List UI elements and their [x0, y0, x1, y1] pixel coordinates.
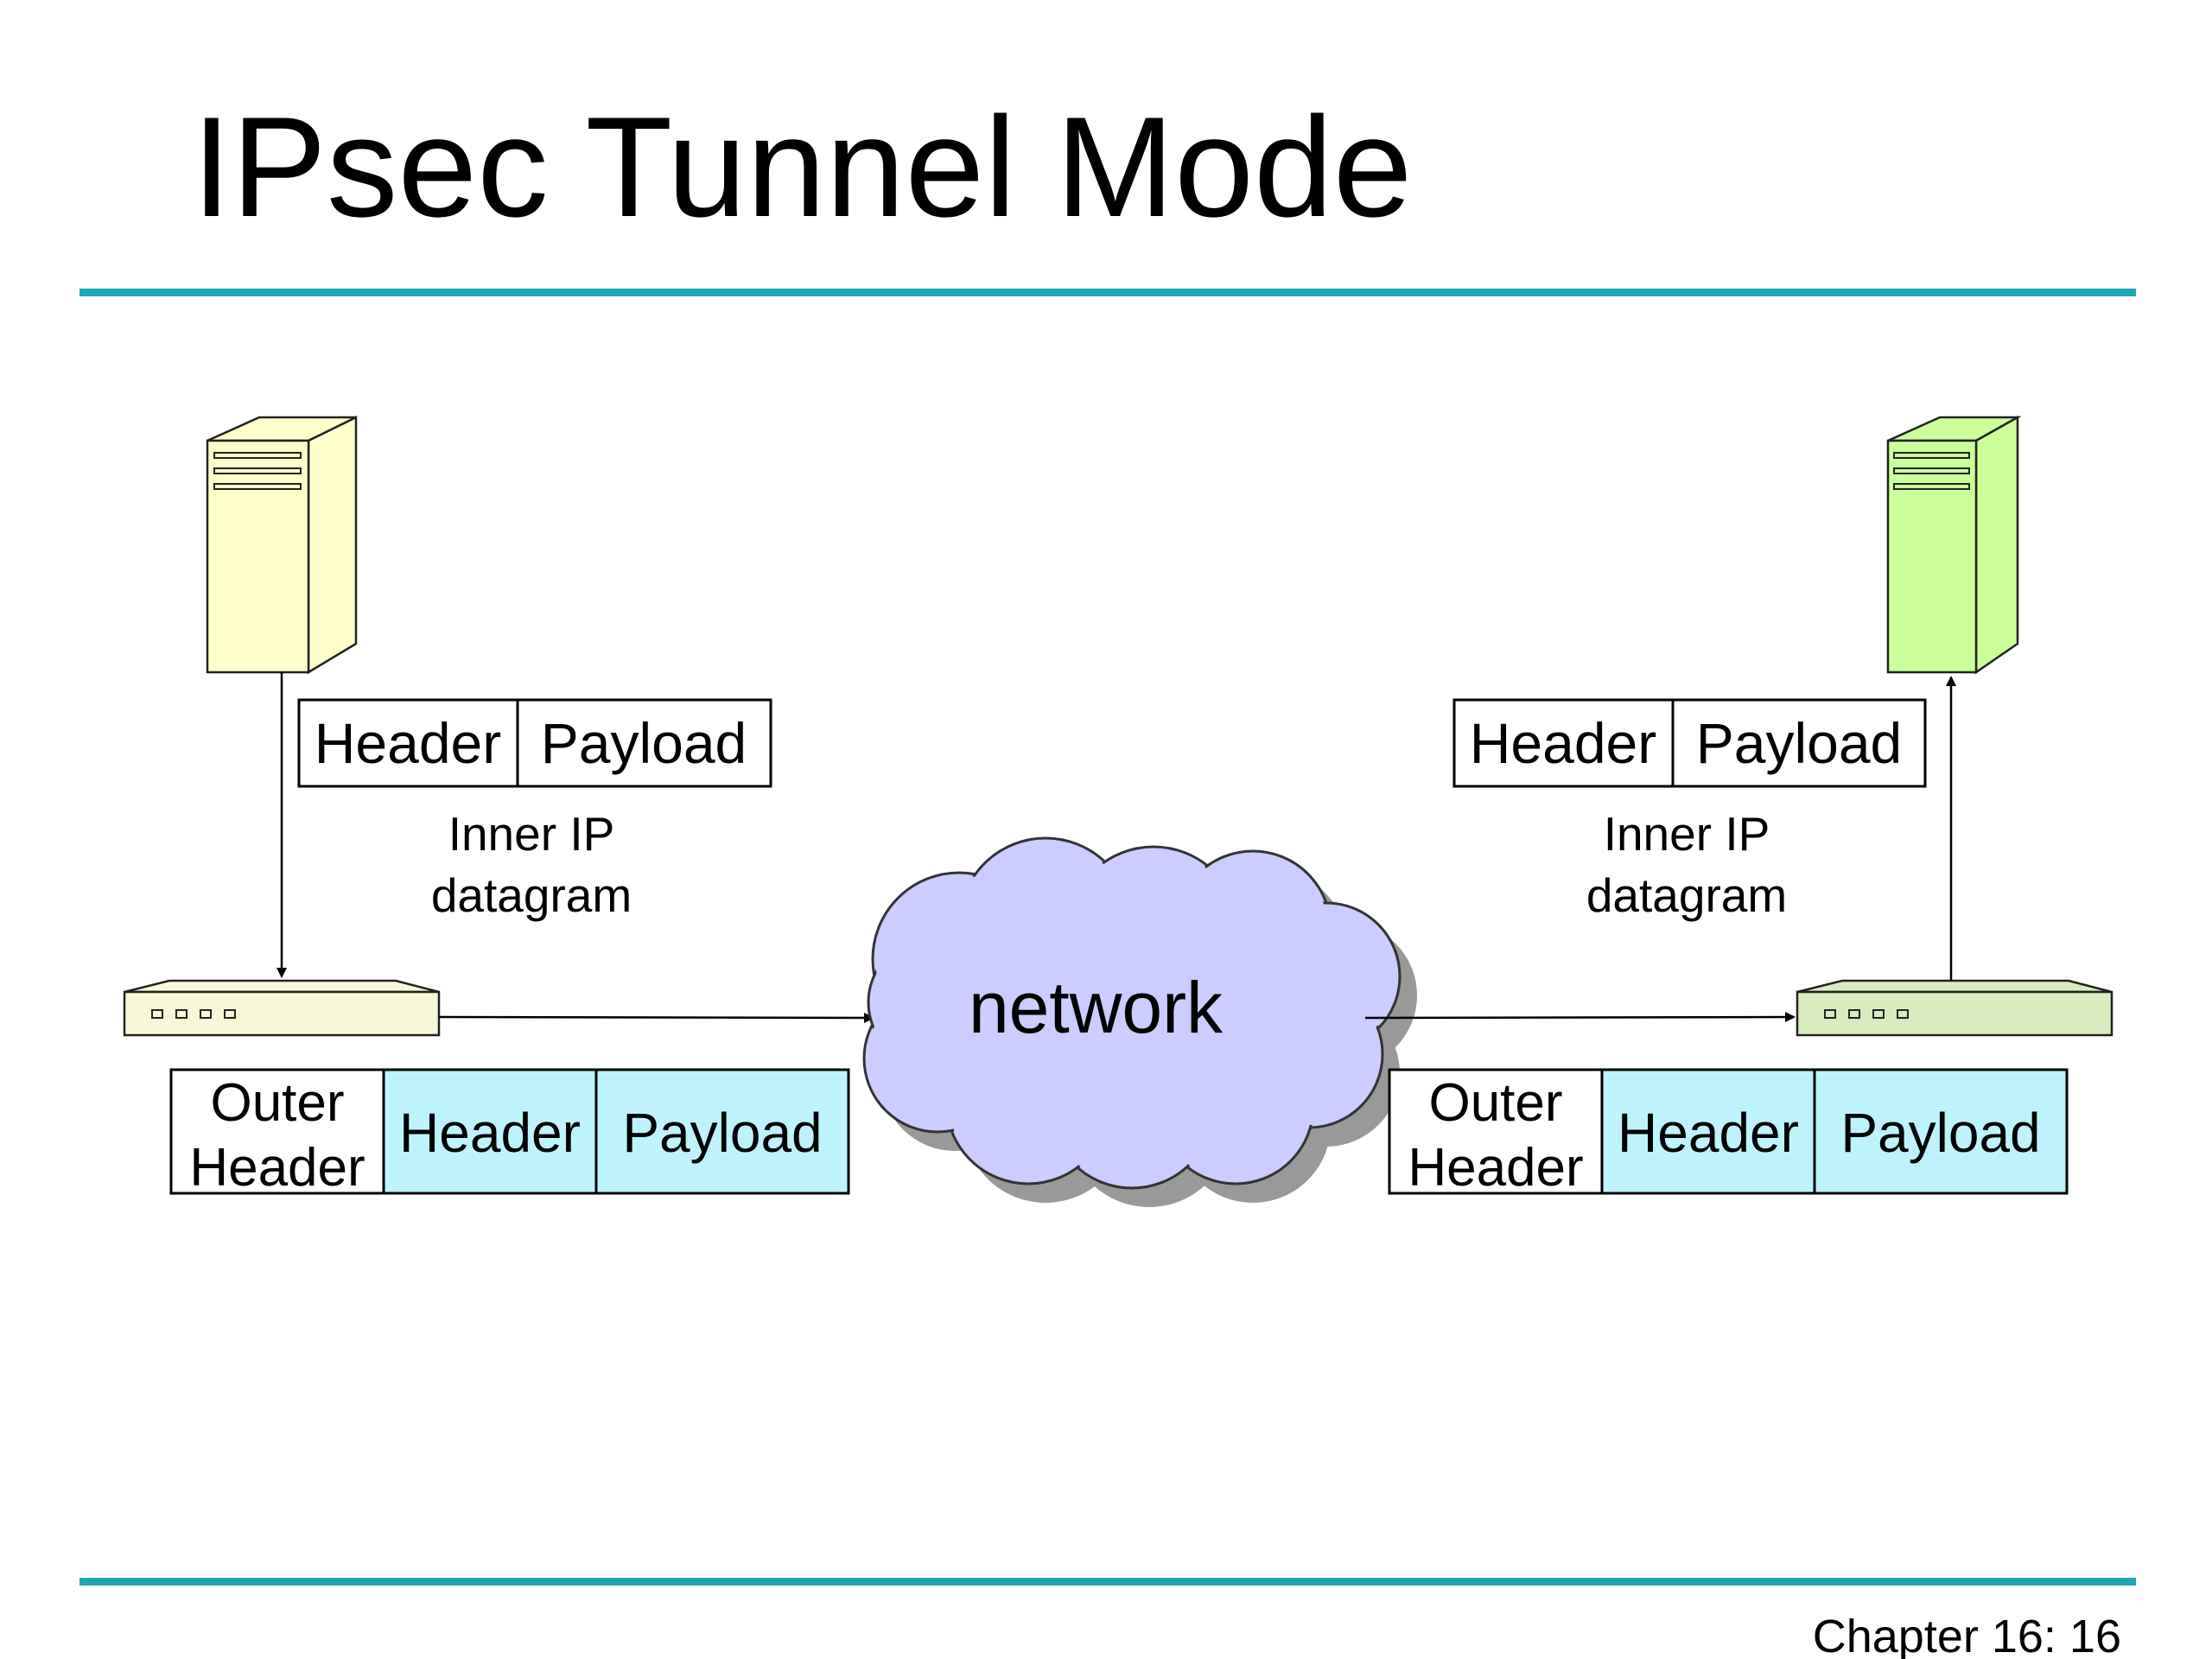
- left-encapsulated-packet: Outer Header Header Payload: [169, 1068, 850, 1198]
- left-gateway-router-icon: [123, 979, 441, 1037]
- slide-footer-page-number: Chapter 16: 16: [1813, 1611, 2121, 1659]
- network-cloud-icon: [862, 836, 1417, 1207]
- right-encap-header-label: Header: [1618, 1102, 1799, 1164]
- left-outer-header-line1: Outer: [210, 1073, 344, 1133]
- left-inner-datagram: Header Payload: [297, 698, 772, 788]
- right-gateway-router-icon: [1796, 979, 2113, 1037]
- network-label: network: [969, 967, 1224, 1048]
- arrow-network-to-gateway: [1364, 1012, 1796, 1023]
- left-inner-caption-line2: datagram: [431, 868, 632, 922]
- right-inner-header-label: Header: [1470, 711, 1656, 775]
- left-inner-header-label: Header: [315, 711, 501, 775]
- right-encapsulated-packet: Outer Header Header Payload: [1388, 1068, 2069, 1198]
- right-server-icon: [1886, 415, 2022, 675]
- right-inner-payload-label: Payload: [1696, 711, 1903, 775]
- slide-title: IPsec Tunnel Mode: [192, 87, 1413, 246]
- right-inner-caption-line2: datagram: [1586, 868, 1787, 922]
- left-inner-payload-label: Payload: [541, 711, 747, 775]
- right-inner-caption-line1: Inner IP: [1604, 807, 1770, 861]
- right-encap-payload-label: Payload: [1840, 1102, 2040, 1164]
- bottom-divider: [79, 1578, 2136, 1586]
- arrow-gateway-to-network: [438, 1012, 874, 1023]
- left-encap-header-label: Header: [399, 1102, 581, 1164]
- right-outer-header-line1: Outer: [1428, 1073, 1562, 1133]
- left-inner-caption-line1: Inner IP: [448, 807, 615, 861]
- top-divider: [79, 289, 2136, 296]
- left-outer-header-line2: Header: [189, 1138, 365, 1198]
- right-inner-datagram: Header Payload: [1452, 698, 1927, 788]
- left-encap-payload-label: Payload: [622, 1102, 822, 1164]
- right-outer-header-line2: Header: [1408, 1138, 1583, 1198]
- left-server-icon: [206, 415, 358, 675]
